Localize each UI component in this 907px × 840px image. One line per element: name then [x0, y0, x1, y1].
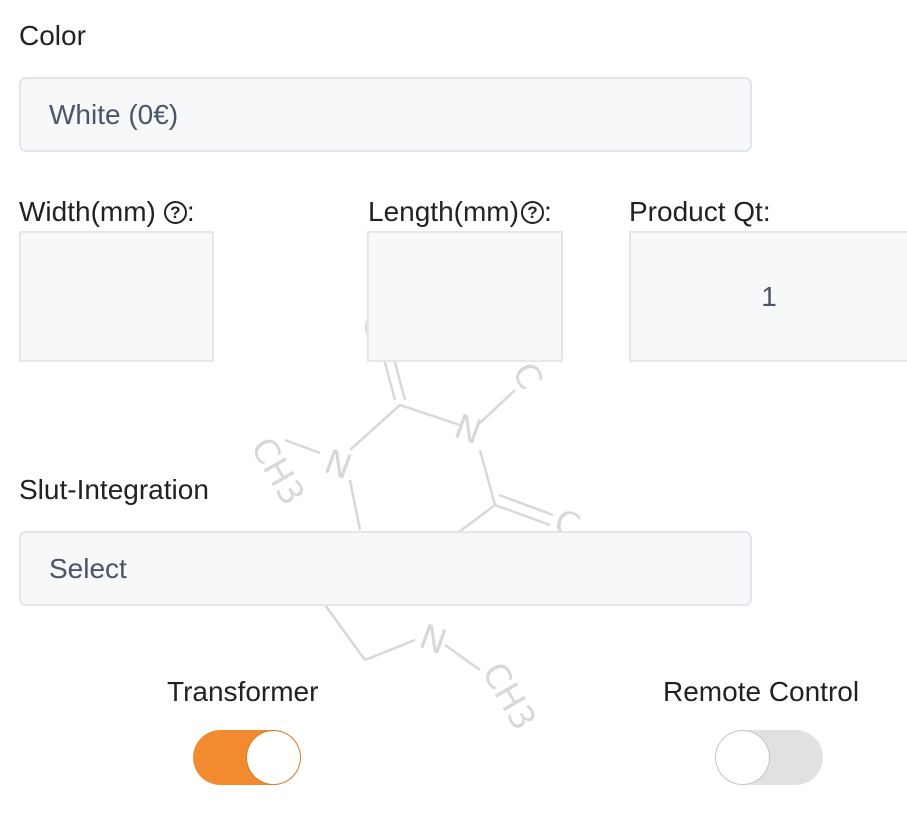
- width-input[interactable]: [19, 231, 214, 362]
- question-circle-icon[interactable]: ?: [163, 200, 187, 224]
- question-circle-icon[interactable]: ?: [520, 200, 544, 224]
- transformer-toggle[interactable]: [193, 730, 301, 785]
- quantity-label: Product Qt:: [629, 196, 771, 227]
- transformer-label: Transformer: [167, 676, 319, 707]
- width-label-text: Width(mm): [19, 196, 156, 227]
- watermark-label: N: [414, 617, 452, 663]
- toggle-knob: [716, 731, 769, 784]
- length-label-colon: :: [543, 196, 552, 227]
- watermark-label: N: [449, 407, 487, 453]
- length-label: Length(mm) ? :: [368, 196, 552, 228]
- toggle-knob: [247, 731, 300, 784]
- quantity-input[interactable]: 1: [629, 231, 907, 362]
- slut-integration-select[interactable]: Select: [19, 531, 752, 606]
- watermark-label: CH3: [242, 431, 312, 512]
- width-label-colon: :: [186, 196, 195, 227]
- watermark-label: N: [319, 442, 357, 488]
- color-label: Color: [19, 20, 86, 51]
- length-input[interactable]: [367, 231, 563, 362]
- slut-integration-label: Slut-Integration: [19, 474, 209, 505]
- color-select[interactable]: White (0€): [19, 77, 752, 152]
- width-label: Width(mm) ? :: [19, 196, 195, 228]
- length-label-text: Length(mm): [368, 196, 519, 227]
- slut-integration-select-value: Select: [49, 552, 127, 584]
- remote-control-label: Remote Control: [663, 676, 860, 707]
- color-select-value: White (0€): [49, 98, 179, 130]
- watermark-label: CH3: [474, 656, 544, 737]
- remote-control-toggle[interactable]: [715, 730, 823, 785]
